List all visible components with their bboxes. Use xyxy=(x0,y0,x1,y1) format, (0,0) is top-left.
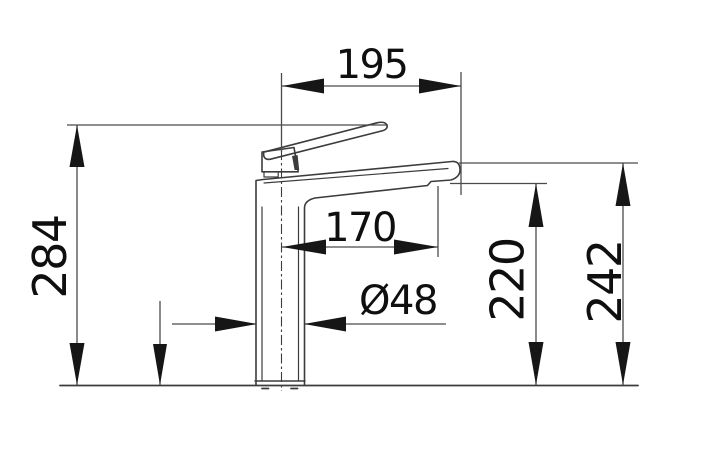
arrowhead-284-top xyxy=(69,125,85,167)
handle-base xyxy=(261,146,299,173)
arrowhead-reference-bottom xyxy=(153,344,167,385)
arrowhead-170-right xyxy=(394,239,438,255)
arrowhead-170-left xyxy=(282,239,326,255)
arrowhead-195-left xyxy=(282,78,324,94)
arrowhead-242-bottom xyxy=(615,342,631,385)
dim-label-170: 170 xyxy=(324,205,396,251)
handle-notch-shape xyxy=(292,155,300,170)
dimension-labels: 195 170 Ø48 284 220 242 xyxy=(23,42,632,324)
handle-lever xyxy=(262,121,388,161)
spout-top-inner-line xyxy=(263,167,449,184)
arrowhead-242-top xyxy=(615,163,631,206)
arrowhead-195-right xyxy=(419,78,461,94)
arrowhead-284-bottom xyxy=(69,343,85,385)
handle-notch xyxy=(292,155,300,170)
dim-label-220: 220 xyxy=(481,238,535,321)
dim-label-195: 195 xyxy=(336,42,408,88)
faucet-outline xyxy=(59,121,639,390)
dim-label-diameter-48: Ø48 xyxy=(359,278,437,324)
dimension-arrowheads xyxy=(69,78,631,385)
arrowhead-220-top xyxy=(528,183,544,227)
arrowhead-48-left xyxy=(215,316,257,332)
arrowhead-220-bottom xyxy=(528,342,544,385)
dim-label-242: 242 xyxy=(578,240,632,323)
faucet-body-outline xyxy=(255,160,461,386)
dim-label-284: 284 xyxy=(23,215,77,298)
arrowhead-48-right xyxy=(304,316,346,332)
